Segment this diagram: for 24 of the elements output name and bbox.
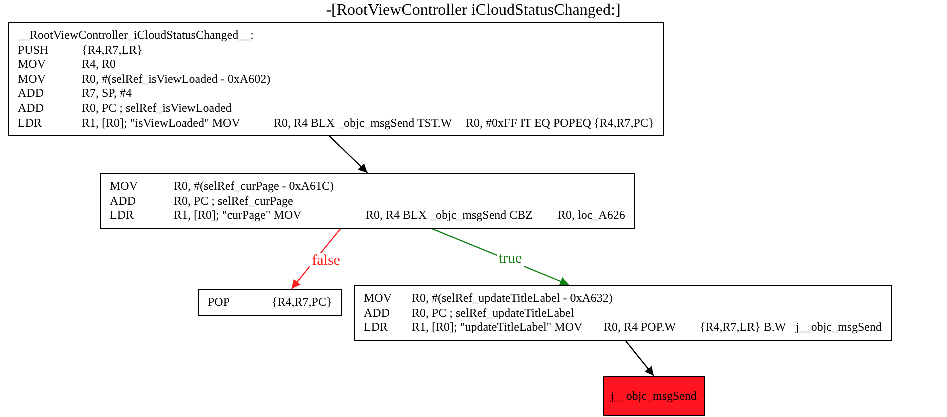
- edge-label: false: [310, 252, 342, 269]
- code-line: PUSH {R4,R7,LR}: [18, 42, 144, 58]
- diagram-title: -[RootViewController iCloudStatusChanged:]: [325, 2, 622, 20]
- code-block-box: [100, 173, 636, 229]
- code-line: POP {R4,R7,PC}: [208, 295, 332, 310]
- code-line: MOV R0, #(selRef_isViewLoaded - 0xA602): [18, 72, 272, 86]
- code-line: LDR R1, [R0]; "updateTitleLabel" MOV R0, R4 POP.W {R4,R7,LR} B.W j__objc_msgSend: [364, 320, 882, 335]
- code-line: __RootViewController_iCloudStatusChanged__:: [18, 28, 255, 43]
- code-block-box: [8, 22, 664, 136]
- code-line: MOV R0, #(selRef_curPage - 0xA61C): [110, 179, 335, 194]
- arrow: [329, 136, 368, 174]
- code-block-box: [198, 289, 342, 316]
- code-line: MOV R0, #(selRef_updateTitleLabel - 0xA632): [364, 291, 614, 306]
- code-line: ADD R0, PC ; selRef_isViewLoaded: [18, 100, 233, 116]
- arrow: [625, 340, 654, 376]
- code-line: ADD R0, PC ; selRef_curPage: [110, 194, 294, 208]
- code-line: j__objc_msgSend: [611, 388, 697, 404]
- code-line: ADD R7, SP, #4: [18, 86, 134, 101]
- code-block-box: [354, 285, 892, 341]
- code-line: ADD R0, PC ; selRef_updateTitleLabel: [364, 306, 576, 320]
- code-line: LDR R1, [R0]; "isViewLoaded" MOV R0, R4 BLX _objc_msgSend TST.W R0, #0xFF IT EQ POPEQ {R4,R7,PC}: [18, 116, 654, 130]
- code-line: LDR R1, [R0]; "curPage" MOV R0, R4 BLX _objc_msgSend CBZ R0, loc_A626: [110, 208, 626, 223]
- code-block-box: [603, 376, 705, 416]
- code-line: MOV R4, R0: [18, 57, 118, 72]
